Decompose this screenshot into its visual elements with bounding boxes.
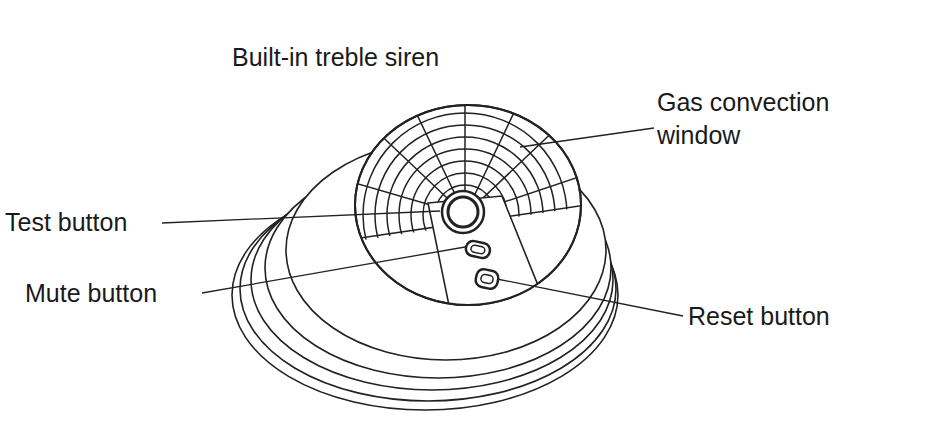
top-face-rim [355,105,581,305]
leader-line [202,247,465,293]
test-button-inner [448,197,478,227]
grille-clip [340,95,600,320]
part-label: Test button [5,206,127,239]
reset-button-inner [480,274,493,284]
leader-line [162,211,440,223]
mute-button-inner [470,245,485,255]
test-button [442,191,484,233]
part-label: Mute button [25,277,157,310]
part-label: Gas convection window [657,86,872,152]
reset-button [474,268,499,290]
buttons [442,191,500,290]
leader-line [497,279,683,316]
base-rings [232,105,618,410]
part-label: Reset button [688,300,830,333]
leader-line [520,128,654,147]
mute-button [465,240,492,260]
leader-lines [162,128,683,316]
title-label: Built-in treble siren [232,41,439,74]
